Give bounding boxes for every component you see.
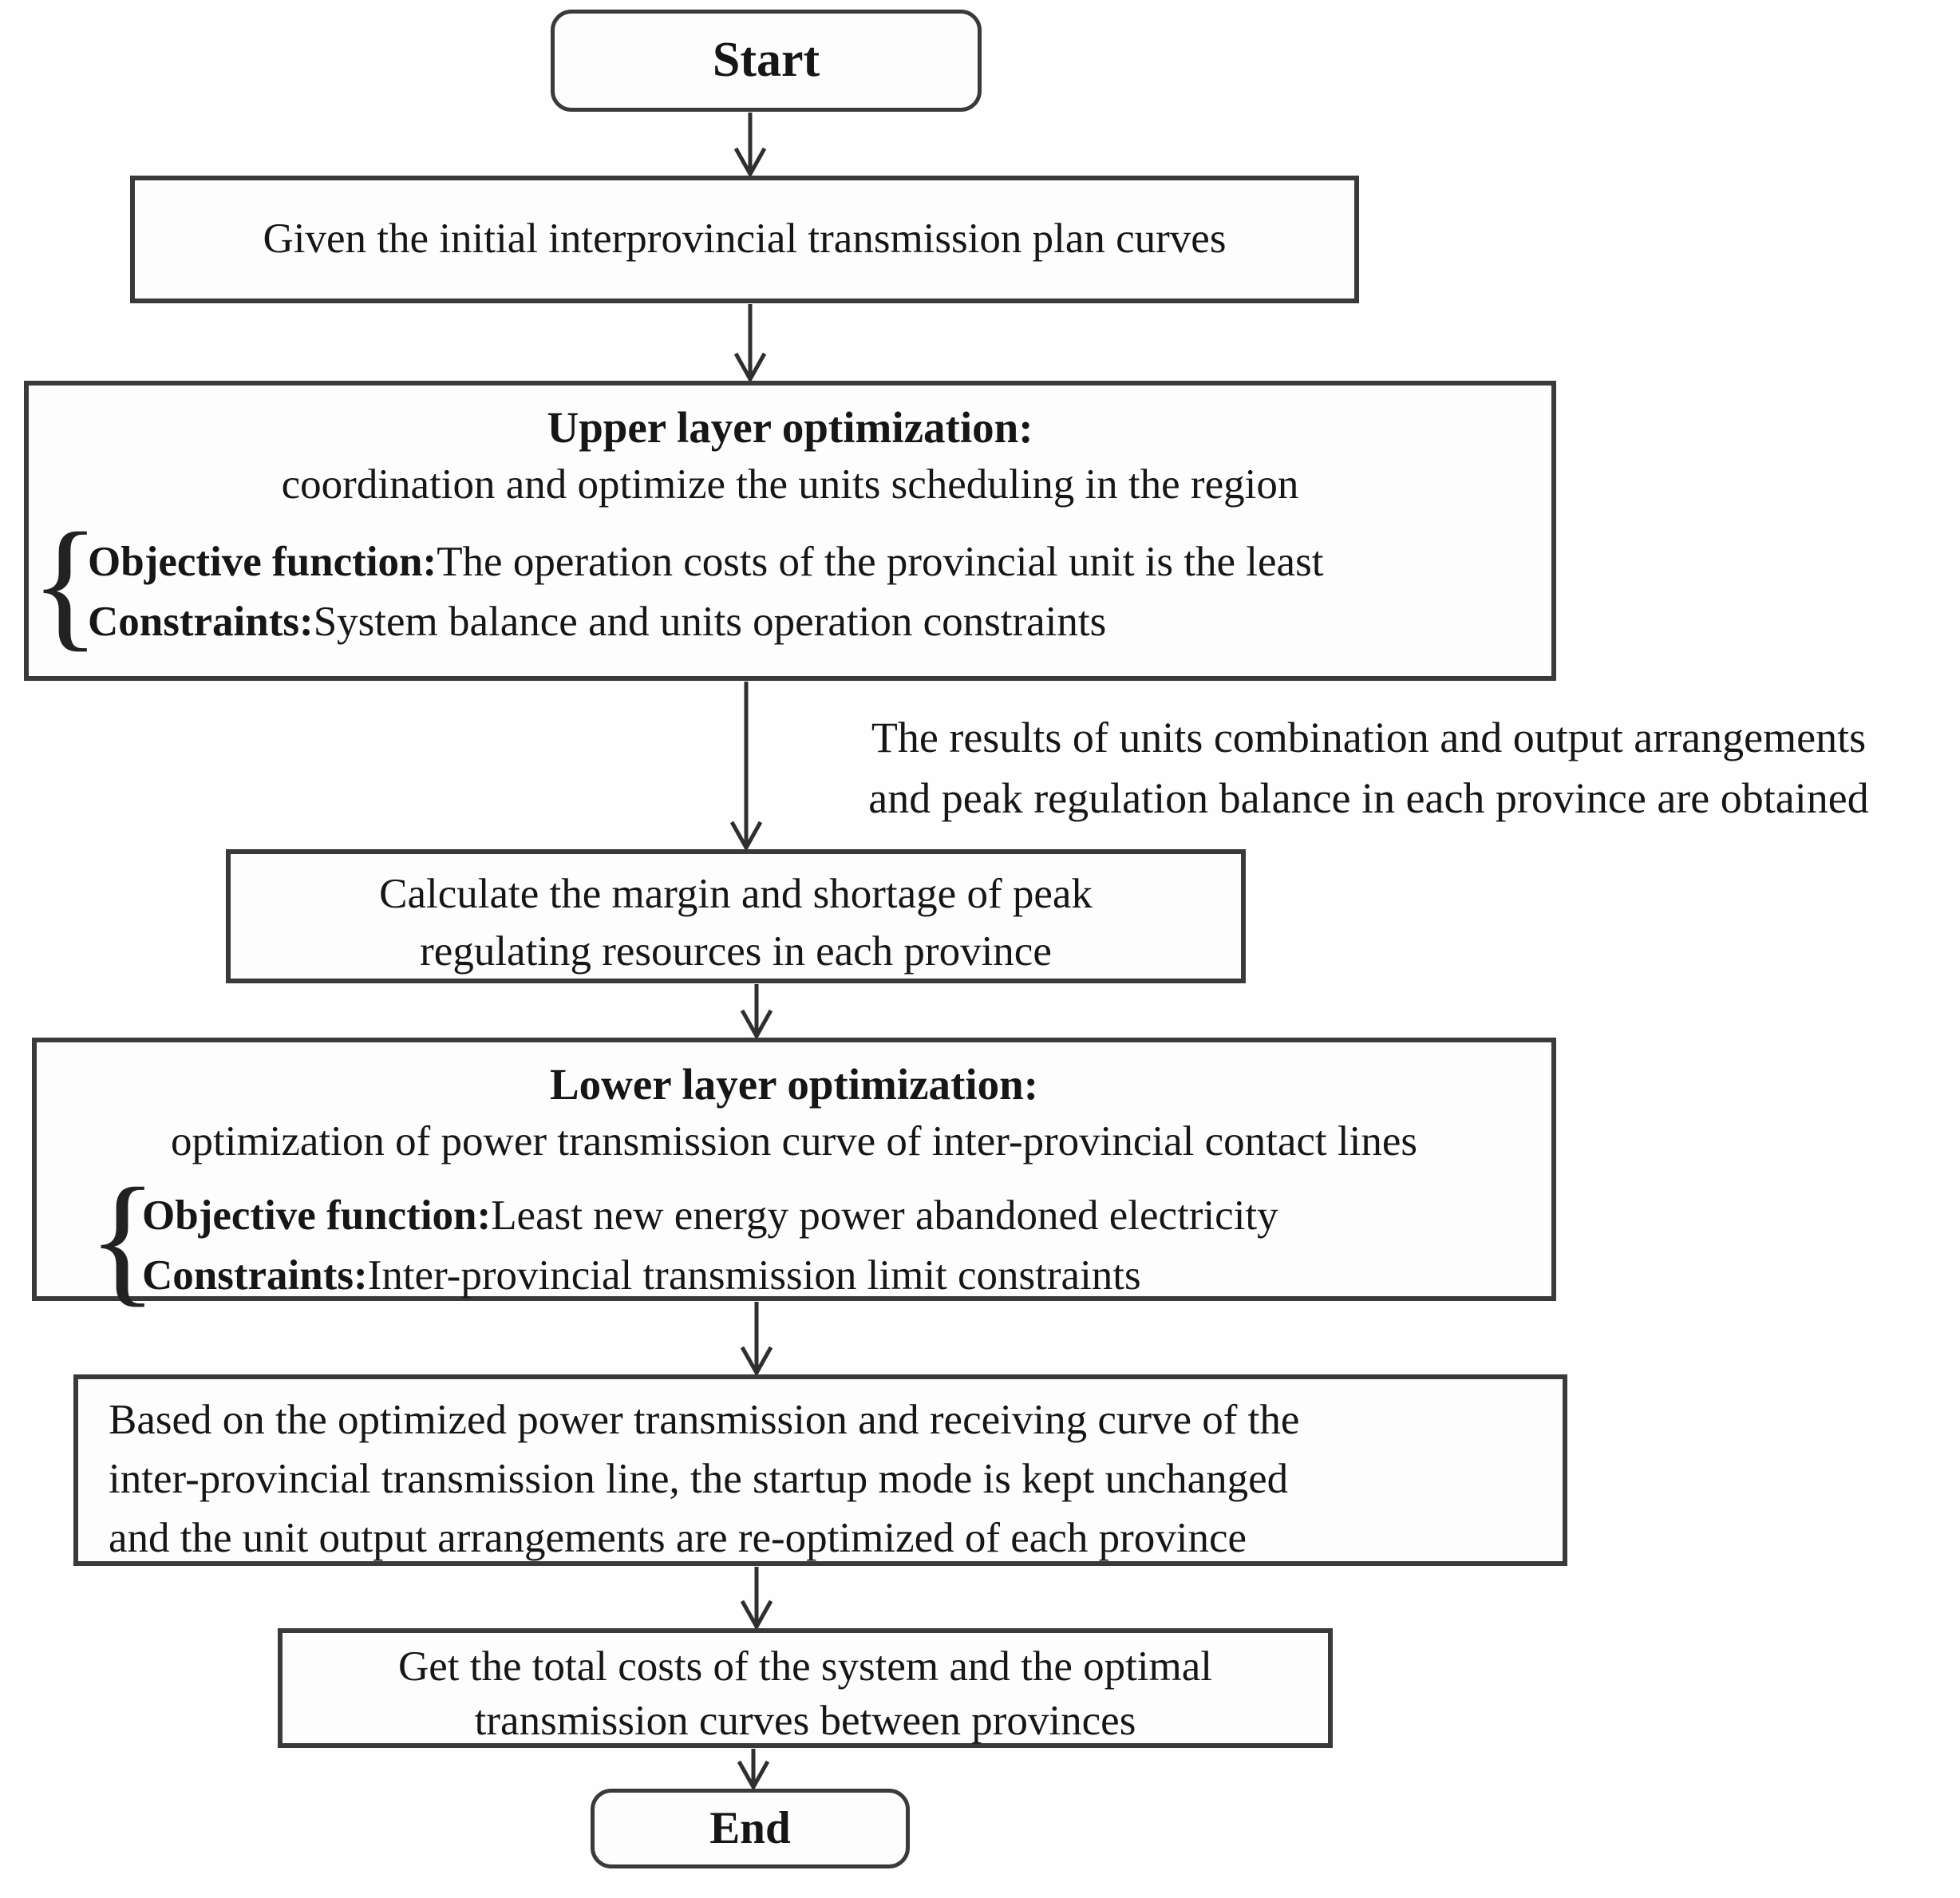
lower-title: Lower layer optimization: xyxy=(549,1060,1039,1109)
constraints-text: Inter-provincial transmission limit cons… xyxy=(367,1252,1141,1299)
node-calculate-margin: Calculate the margin and shortage of pea… xyxy=(226,849,1246,983)
given-text: Given the initial interprovincial transm… xyxy=(263,216,1227,263)
objective-text: Least new energy power abandoned electri… xyxy=(491,1192,1278,1239)
lower-constraints-line: Constraints:Inter-provincial transmissio… xyxy=(142,1246,1278,1306)
upper-objective-constraints: Objective function:The operation costs o… xyxy=(88,532,1323,652)
objective-label: Objective function: xyxy=(142,1192,492,1239)
arrow-given-upper xyxy=(733,304,767,384)
edge-annotation-results: The results of units combination and out… xyxy=(778,707,1959,828)
annotation-line-2: and peak regulation balance in each prov… xyxy=(868,774,1869,822)
end-label: End xyxy=(709,1802,791,1853)
constraints-label: Constraints: xyxy=(142,1252,368,1299)
node-lower-layer-optimization: Lower layer optimization: optimization o… xyxy=(32,1038,1556,1312)
arrow-lower-based xyxy=(740,1302,773,1378)
constraints-label: Constraints: xyxy=(88,599,314,645)
lower-objective-line: Objective function:Least new energy powe… xyxy=(142,1186,1278,1246)
node-given-initial-curves: Given the initial interprovincial transm… xyxy=(130,176,1359,303)
get-line-1: Get the total costs of the system and th… xyxy=(397,1643,1213,1690)
based-line-2: inter-provincial transmission line, the … xyxy=(109,1456,1289,1502)
upper-title: Upper layer optimization: xyxy=(547,403,1033,452)
objective-text: The operation costs of the provincial un… xyxy=(437,539,1324,585)
node-start: Start xyxy=(551,10,982,112)
arrow-get-end xyxy=(737,1749,770,1792)
arrow-calc-lower xyxy=(740,984,773,1041)
arrow-based-get xyxy=(740,1567,773,1631)
based-line-1: Based on the optimized power transmissio… xyxy=(109,1397,1300,1443)
node-end: End xyxy=(591,1789,910,1868)
start-label: Start xyxy=(712,33,820,88)
based-line-3: and the unit output arrangements are re-… xyxy=(109,1515,1247,1561)
upper-objective-line: Objective function:The operation costs o… xyxy=(88,532,1323,592)
node-reoptimize-units: Based on the optimized power transmissio… xyxy=(73,1374,1567,1566)
upper-constraints-line: Constraints:System balance and units ope… xyxy=(88,592,1323,652)
lower-subtitle: optimization of power transmission curve… xyxy=(171,1118,1417,1165)
arrow-upper-calc xyxy=(729,682,763,852)
node-get-total-costs: Get the total costs of the system and th… xyxy=(278,1628,1333,1748)
get-line-2: transmission curves between provinces xyxy=(474,1698,1136,1744)
node-upper-layer-optimization: Upper layer optimization: coordination a… xyxy=(24,381,1556,681)
left-brace: { xyxy=(30,504,101,664)
annotation-line-1: The results of units combination and out… xyxy=(871,714,1867,761)
objective-label: Objective function: xyxy=(88,539,437,585)
calc-line-1: Calculate the margin and shortage of pea… xyxy=(379,871,1093,917)
left-brace: { xyxy=(88,1159,158,1319)
lower-objective-constraints: Objective function:Least new energy powe… xyxy=(142,1186,1278,1306)
calc-line-2: regulating resources in each province xyxy=(420,928,1052,975)
upper-subtitle: coordination and optimize the units sche… xyxy=(281,461,1299,508)
arrow-start-given xyxy=(733,113,767,179)
constraints-text: System balance and units operation const… xyxy=(313,599,1107,645)
